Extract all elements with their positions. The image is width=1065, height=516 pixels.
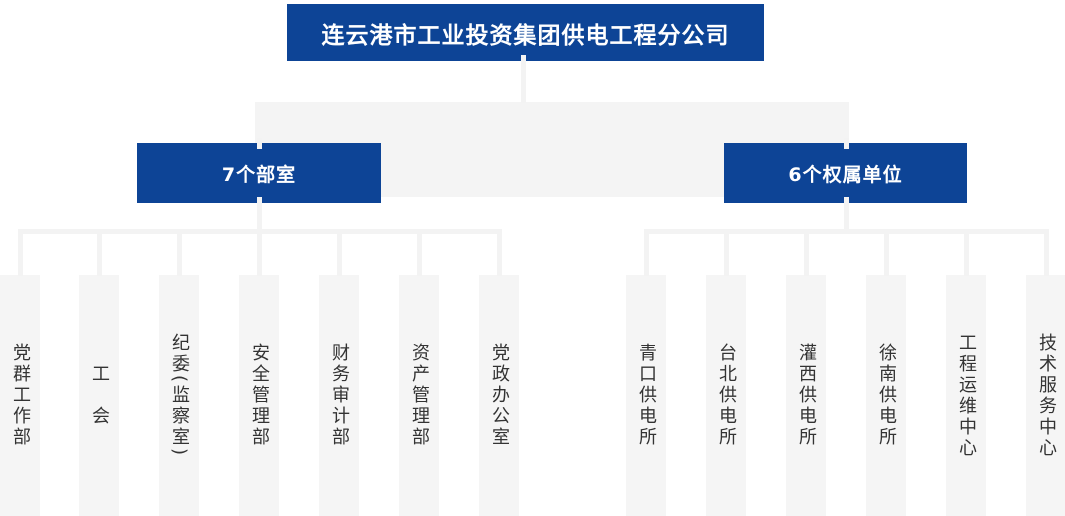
leaf-label: 党群工作部: [10, 343, 31, 448]
connector-subsidiaries-top-tick: [843, 138, 849, 149]
leaf-node-engineering-ops-center: 工程运维中心: [946, 275, 986, 516]
leaf-node-party-admin-office: 党政办公室: [479, 275, 519, 516]
leaf-label: 技术服务中心: [1036, 332, 1057, 459]
leaf-node-labor-union: 工 会: [79, 275, 119, 516]
leaf-node-discipline-inspection: 纪委(监察室): [159, 275, 199, 516]
connector-departments-vertical: [256, 197, 262, 233]
leaf-label: 财务审计部: [329, 343, 350, 448]
leaf-label: 灌西供电所: [796, 343, 817, 448]
leaf-label: 徐南供电所: [876, 343, 897, 448]
connector-leaf-stub: [336, 229, 342, 276]
connector-root-vertical: [521, 55, 526, 103]
leaf-label: 工程运维中心: [956, 332, 977, 459]
connector-departments-top-tick: [256, 138, 262, 149]
connector-leaf-stub: [1043, 229, 1049, 276]
leaf-label: 安全管理部: [249, 343, 270, 448]
branch-node-subsidiaries: 6个权属单位: [724, 143, 967, 203]
connector-subsidiaries-vertical: [843, 197, 849, 233]
connector-leaf-stub: [643, 229, 649, 276]
leaf-node-taibei-power-station: 台北供电所: [706, 275, 746, 516]
connector-leaf-stub: [963, 229, 969, 276]
branch-node-departments: 7个部室: [137, 143, 381, 203]
connector-leaf-stub: [723, 229, 729, 276]
leaf-label: 纪委(监察室): [169, 332, 190, 459]
connector-subsidiaries-rail: [643, 229, 1049, 234]
connector-leaf-stub: [17, 229, 23, 276]
connector-leaf-stub: [883, 229, 889, 276]
leaf-label: 党政办公室: [489, 343, 510, 448]
leaf-node-tech-service-center: 技术服务中心: [1026, 275, 1065, 516]
connector-leaf-stub: [496, 229, 502, 276]
leaf-label: 资产管理部: [409, 343, 430, 448]
leaf-node-party-masses-dept: 党群工作部: [0, 275, 40, 516]
connector-leaf-stub: [803, 229, 809, 276]
leaf-node-xunan-power-station: 徐南供电所: [866, 275, 906, 516]
connector-leaf-stub: [176, 229, 182, 276]
leaf-label: 台北供电所: [716, 343, 737, 448]
leaf-label: 青口供电所: [636, 343, 657, 448]
leaf-node-safety-management-dept: 安全管理部: [239, 275, 279, 516]
connector-leaf-stub: [416, 229, 422, 276]
leaf-node-finance-audit-dept: 财务审计部: [319, 275, 359, 516]
leaf-label: 工 会: [89, 364, 110, 427]
leaf-node-guanxi-power-station: 灌西供电所: [786, 275, 826, 516]
connector-leaf-stub: [256, 229, 262, 276]
leaf-node-asset-management-dept: 资产管理部: [399, 275, 439, 516]
org-root-node: 连云港市工业投资集团供电工程分公司: [287, 4, 764, 61]
leaf-node-qingkou-power-station: 青口供电所: [626, 275, 666, 516]
connector-leaf-stub: [96, 229, 102, 276]
